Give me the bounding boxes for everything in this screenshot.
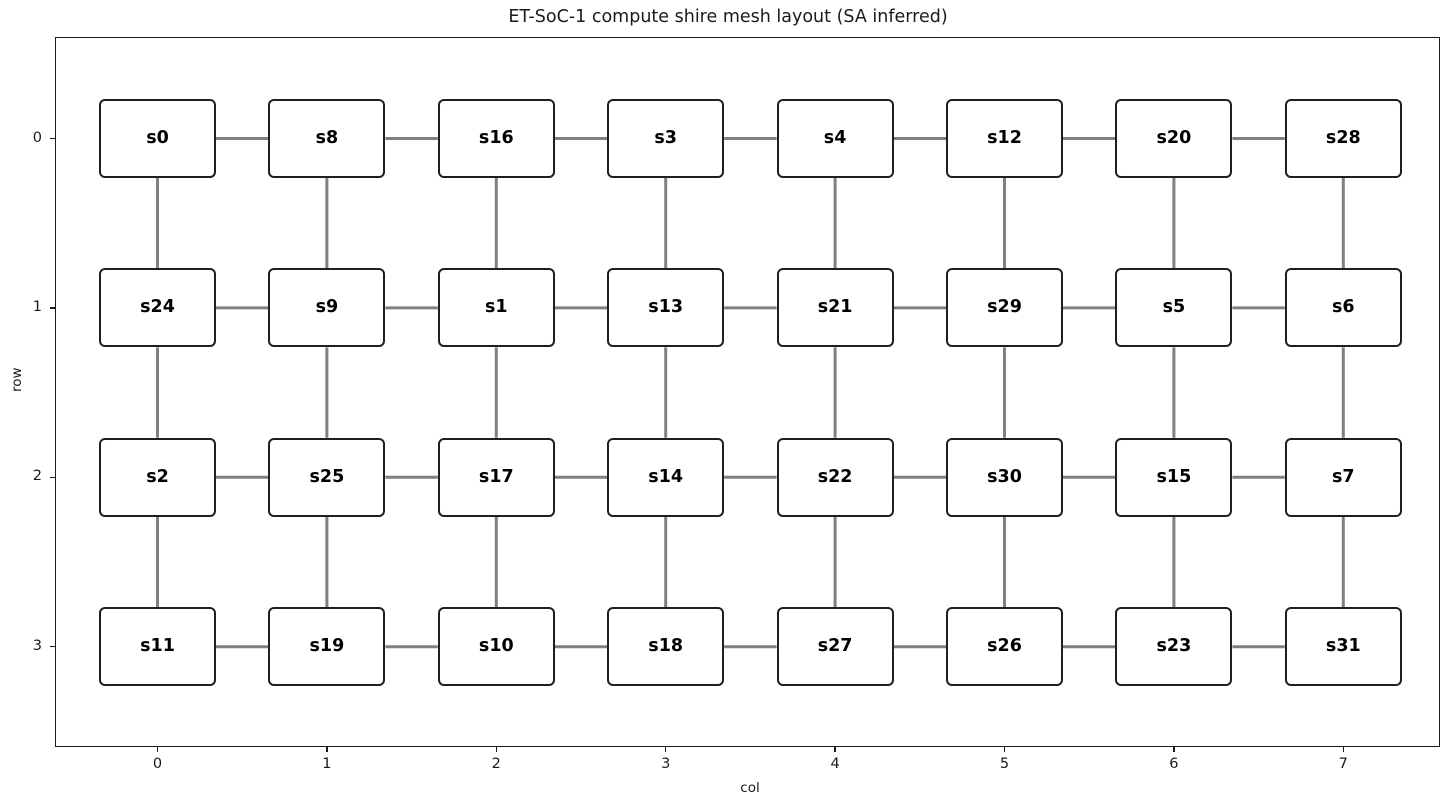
- mesh-node-s11[interactable]: s11: [99, 607, 216, 687]
- mesh-node-s13[interactable]: s13: [607, 268, 725, 348]
- mesh-node-s3[interactable]: s3: [607, 99, 725, 178]
- mesh-node-label: s1: [485, 297, 508, 318]
- mesh-node-s15[interactable]: s15: [1115, 437, 1233, 517]
- mesh-node-label: s17: [478, 466, 514, 487]
- mesh-node-s26[interactable]: s26: [946, 607, 1063, 687]
- x-axis-label: col: [740, 780, 760, 796]
- mesh-node-label: s15: [1156, 466, 1192, 487]
- plot-area: s0 s8 s16 s3 s4 s12 s20 s28 s24 s9 s1 s13 s21 s29 s5 s6…: [55, 37, 1440, 747]
- mesh-node-s18[interactable]: s18: [607, 607, 725, 687]
- mesh-node-s19[interactable]: s19: [268, 607, 386, 687]
- mesh-node-s17[interactable]: s17: [437, 437, 555, 517]
- mesh-node-label: s2: [146, 466, 169, 487]
- mesh-node-label: s19: [309, 635, 345, 656]
- mesh-node-s9[interactable]: s9: [268, 268, 386, 348]
- mesh-node-label: s23: [1156, 635, 1192, 656]
- mesh-node-label: s28: [1325, 127, 1361, 148]
- mesh-node-s25[interactable]: s25: [268, 437, 386, 517]
- mesh-edge-layer: [156, 137, 1345, 649]
- mesh-node-s1[interactable]: s1: [437, 268, 555, 348]
- x-tick-label-3: 3: [661, 756, 671, 772]
- mesh-node-label: s20: [1156, 127, 1192, 148]
- mesh-node-s29[interactable]: s29: [946, 268, 1063, 348]
- x-tick-label-6: 6: [1169, 756, 1179, 772]
- x-tick-label-2: 2: [491, 756, 501, 772]
- y-tick-mark: [50, 137, 55, 140]
- mesh-node-s27[interactable]: s27: [776, 607, 894, 687]
- mesh-node-s31[interactable]: s31: [1284, 607, 1402, 687]
- mesh-node-label: s27: [817, 635, 853, 656]
- mesh-node-label: s24: [140, 297, 175, 318]
- mesh-node-s12[interactable]: s12: [946, 99, 1063, 178]
- mesh-node-label: s13: [648, 297, 684, 318]
- mesh-node-s20[interactable]: s20: [1115, 99, 1233, 178]
- mesh-node-label: s21: [817, 297, 853, 318]
- y-tick-label-2: 2: [32, 468, 42, 485]
- mesh-node-s6[interactable]: s6: [1284, 268, 1402, 348]
- page-title: ET-SoC-1 compute shire mesh layout (SA i…: [508, 7, 948, 27]
- mesh-node-label: s0: [146, 127, 169, 148]
- mesh-node-label: s5: [1162, 297, 1186, 318]
- mesh-node-s4[interactable]: s4: [776, 99, 894, 178]
- x-tick-mark: [665, 747, 667, 752]
- mesh-node-s7[interactable]: s7: [1284, 437, 1402, 517]
- x-tick-mark: [834, 747, 836, 752]
- mesh-node-label: s30: [987, 466, 1022, 487]
- mesh-node-label: s26: [987, 635, 1022, 656]
- y-tick-label-0: 0: [32, 129, 42, 146]
- mesh-node-label: s22: [817, 466, 853, 487]
- mesh-node-label: s25: [309, 466, 345, 487]
- mesh-node-s28[interactable]: s28: [1284, 99, 1402, 178]
- mesh-node-label: s16: [478, 127, 514, 148]
- x-tick-mark: [1342, 747, 1344, 752]
- mesh-node-label: s18: [648, 635, 684, 656]
- mesh-node-s22[interactable]: s22: [776, 437, 894, 517]
- mesh-node-s10[interactable]: s10: [437, 607, 555, 687]
- x-tick-mark: [326, 747, 328, 752]
- mesh-node-s0[interactable]: s0: [99, 99, 216, 178]
- mesh-node-label: s3: [654, 127, 677, 148]
- mesh-node-s2[interactable]: s2: [99, 437, 216, 517]
- mesh-node-label: s12: [987, 127, 1022, 148]
- mesh-node-label: s14: [648, 466, 684, 487]
- y-tick-mark: [50, 476, 55, 478]
- mesh-node-s24[interactable]: s24: [99, 268, 216, 348]
- mesh-node-label: s9: [315, 297, 339, 318]
- mesh-node-label: s8: [315, 127, 339, 148]
- mesh-node-label: s29: [987, 297, 1022, 318]
- mesh-node-label: s31: [1325, 635, 1361, 656]
- mesh-node-s30[interactable]: s30: [946, 437, 1063, 517]
- x-tick-label-0: 0: [152, 756, 163, 772]
- mesh-node-s5[interactable]: s5: [1115, 268, 1233, 348]
- mesh-node-label: s7: [1332, 466, 1355, 487]
- y-tick-mark: [50, 307, 55, 309]
- mesh-node-s8[interactable]: s8: [268, 99, 386, 178]
- y-tick-mark: [50, 646, 55, 648]
- y-tick-label-3: 3: [32, 637, 42, 654]
- mesh-node-s23[interactable]: s23: [1115, 607, 1233, 687]
- x-tick-label-1: 1: [322, 756, 332, 772]
- x-tick-label-5: 5: [999, 756, 1010, 772]
- x-tick-label-7: 7: [1338, 756, 1348, 772]
- mesh-node-s16[interactable]: s16: [437, 99, 555, 178]
- mesh-node-s21[interactable]: s21: [776, 268, 894, 348]
- y-axis-label: row: [9, 367, 25, 392]
- x-tick-mark: [1173, 747, 1175, 752]
- x-tick-mark: [1003, 747, 1006, 752]
- x-tick-mark: [156, 747, 159, 752]
- y-tick-label-1: 1: [32, 298, 42, 315]
- mesh-node-label: s11: [140, 635, 175, 656]
- x-tick-mark: [495, 747, 497, 752]
- mesh-node-label: s10: [478, 635, 514, 656]
- x-tick-label-4: 4: [830, 756, 840, 772]
- mesh-node-label: s6: [1332, 297, 1355, 318]
- mesh-node-label: s4: [823, 127, 847, 148]
- mesh-node-s14[interactable]: s14: [607, 437, 725, 517]
